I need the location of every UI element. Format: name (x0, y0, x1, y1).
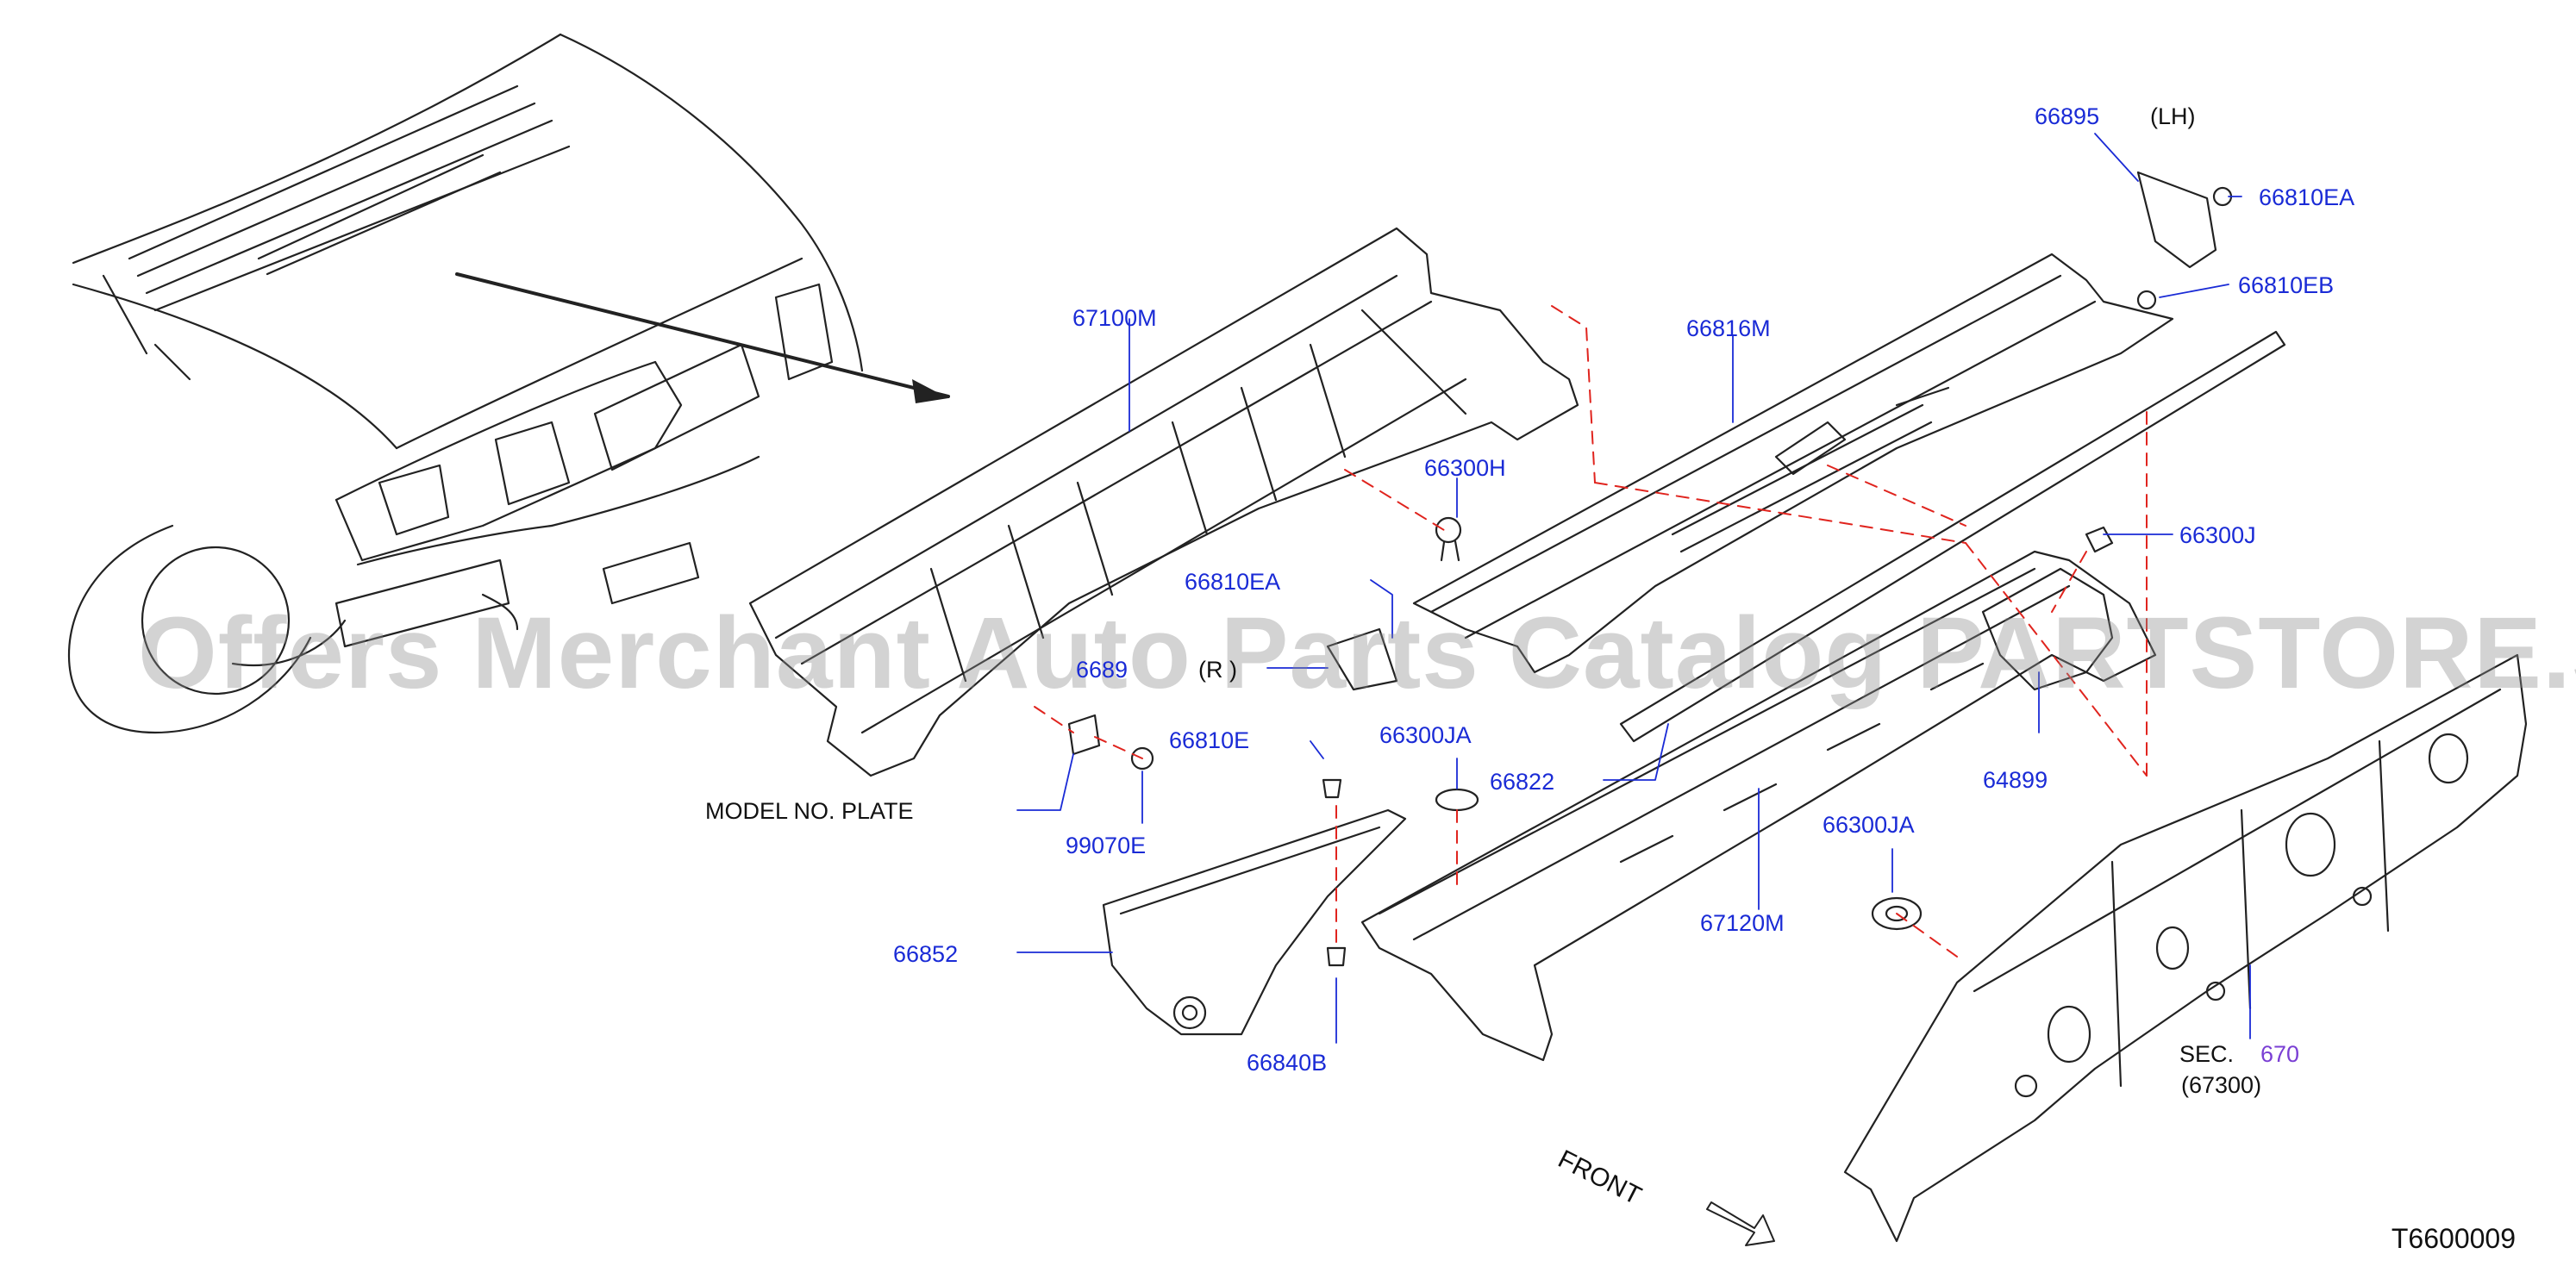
sec-number-link[interactable]: 670 (2260, 1041, 2300, 1067)
sec-reference: (67300) (2181, 1072, 2262, 1098)
callout-66895: 66895 (2035, 103, 2100, 129)
part-66822-seal (1619, 330, 2286, 743)
alignment-lines (1034, 305, 2148, 958)
callout-66840B: 66840B (1247, 1050, 1328, 1076)
callout-66822: 66822 (1490, 769, 1555, 795)
screw-99070E (1130, 746, 1154, 771)
callout-lh: (LH) (2150, 103, 2196, 129)
callout-66816M: 66816M (1686, 315, 1771, 341)
diagram-code: T6600009 (2391, 1223, 2516, 1254)
callout-66810EA-top: 66810EA (2259, 184, 2355, 210)
bracket-66895-LH (2136, 171, 2217, 269)
model-plate-label: MODEL NO. PLATE (705, 798, 914, 824)
clip-66300H (1435, 516, 1462, 544)
callout-66810E: 66810E (1169, 727, 1250, 753)
clip-66300J (2085, 526, 2114, 553)
clip-66810EB (2136, 290, 2157, 310)
nut-66840B (1326, 946, 1347, 967)
vehicle-illustration (67, 33, 864, 734)
callout-67100M: 67100M (1072, 305, 1157, 331)
sec-label: SEC. (2179, 1041, 2235, 1067)
part-67100M (748, 227, 1579, 777)
grommet-66300JA-b (1871, 896, 1923, 931)
callout-6689-partial: 6689 (1076, 657, 1129, 683)
callout-66300JA-b: 66300JA (1823, 812, 1915, 838)
callout-64899: 64899 (1983, 767, 2048, 793)
part-64899 (1981, 567, 2114, 691)
callout-66300H: 66300H (1424, 455, 1506, 481)
part-66852 (1102, 808, 1407, 1036)
part-66816M (1412, 253, 2174, 674)
callout-66300JA-a: 66300JA (1379, 722, 1472, 748)
front-arrow-icon (1706, 1201, 1775, 1246)
fasteners (1067, 171, 2233, 967)
callout-66852: 66852 (893, 941, 959, 967)
direction-arrow (455, 272, 950, 403)
part-dash-panel-sec-670 (1843, 653, 2528, 1243)
watermark: Offers Merchant Auto Parts Catalog PARTS… (138, 596, 2576, 710)
leader-lines (1016, 133, 2251, 1044)
callout-rh-partial: (R ) (1198, 657, 1237, 683)
part-67120M (1360, 550, 2157, 1062)
callout-66810EB: 66810EB (2238, 272, 2335, 298)
grommet-66300JA-a (1435, 788, 1479, 812)
callout-67120M: 67120M (1700, 910, 1785, 936)
callout-99070E: 99070E (1066, 833, 1147, 858)
callout-66810EA-mid: 66810EA (1185, 569, 1281, 595)
model-plate (1067, 714, 1101, 756)
bracket-66895-RH (1326, 627, 1398, 691)
callout-66300J: 66300J (2179, 522, 2256, 548)
clip-66810E (1322, 778, 1342, 799)
